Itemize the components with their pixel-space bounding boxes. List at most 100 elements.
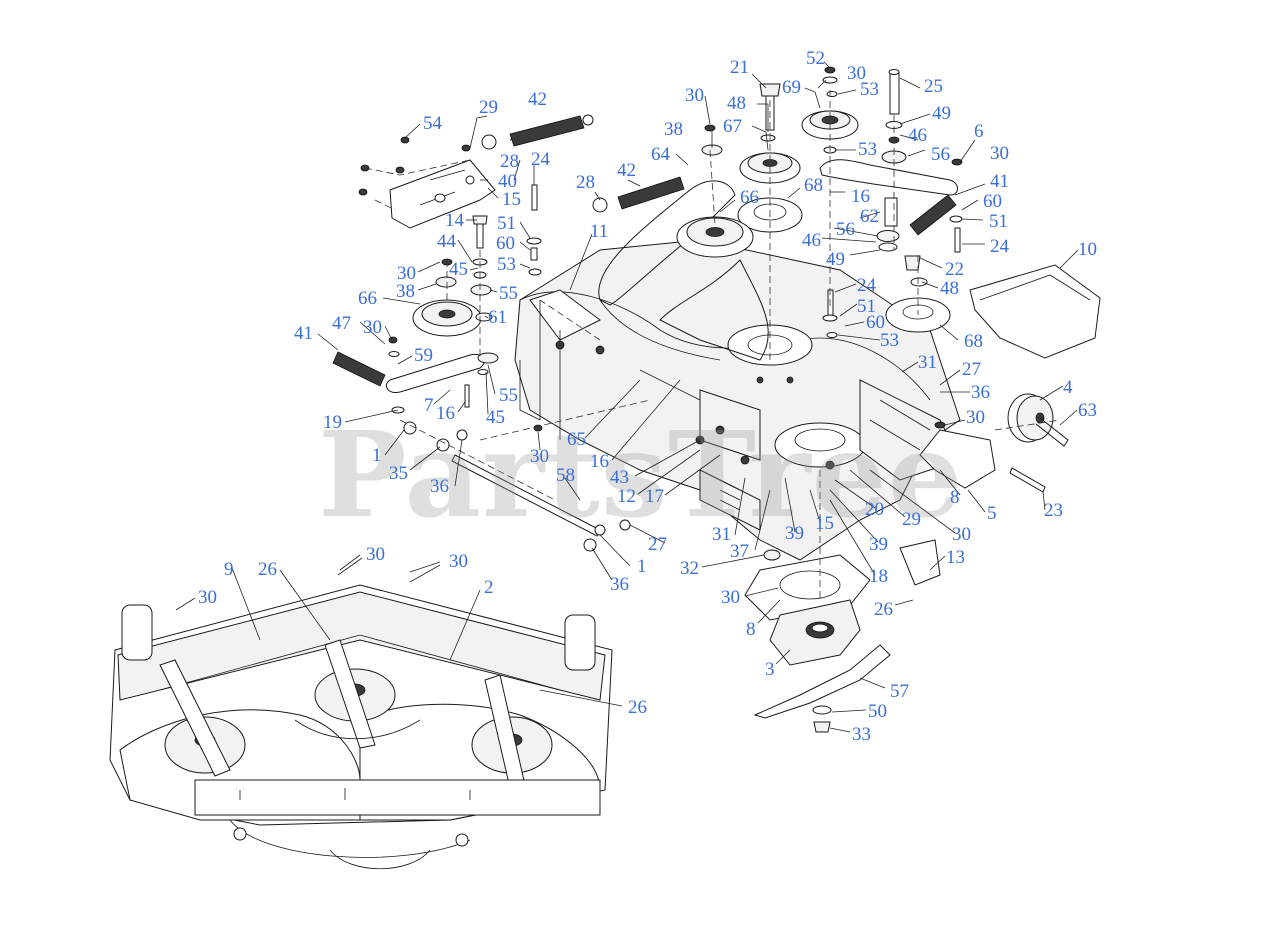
spring-42-mid	[592, 176, 685, 213]
callout-42: 42	[617, 160, 636, 181]
chute-deflector	[969, 264, 1101, 359]
callout-43: 43	[610, 467, 629, 488]
callout-31: 31	[712, 524, 731, 545]
callout-66: 66	[740, 187, 759, 208]
callout-35: 35	[389, 463, 408, 484]
callout-53: 53	[880, 330, 899, 351]
callout-3: 3	[765, 659, 775, 680]
callout-4: 4	[1063, 377, 1073, 398]
callout-62: 62	[860, 206, 879, 227]
drive-belt	[598, 180, 769, 361]
pin-24-right	[954, 227, 961, 253]
spring-41-right	[909, 194, 957, 236]
callout-30: 30	[363, 317, 382, 338]
callout-16: 16	[590, 451, 609, 472]
callout-45: 45	[449, 259, 468, 280]
spindle-assembly	[744, 554, 871, 666]
callout-15: 15	[815, 513, 834, 534]
pulley-66-main	[676, 216, 754, 258]
callout-36: 36	[430, 476, 449, 497]
callout-51: 51	[989, 211, 1008, 232]
callout-18: 18	[869, 566, 888, 587]
callout-54: 54	[423, 113, 442, 134]
mower-deck-top	[514, 239, 961, 561]
callout-30: 30	[847, 63, 866, 84]
callout-39: 39	[785, 523, 804, 544]
callout-13: 13	[946, 547, 965, 568]
callout-30: 30	[397, 263, 416, 284]
callout-32: 32	[680, 558, 699, 579]
callout-51: 51	[497, 213, 516, 234]
callout-61: 61	[488, 307, 507, 328]
rod-58	[451, 454, 601, 537]
callout-52: 52	[806, 48, 825, 69]
callout-55: 55	[499, 385, 518, 406]
callout-30: 30	[952, 524, 971, 545]
callout-51: 51	[857, 296, 876, 317]
callout-23: 23	[1044, 500, 1063, 521]
spring-41-left	[332, 351, 386, 387]
spacer-62	[884, 197, 898, 227]
spring-42-top	[481, 114, 594, 150]
callout-17: 17	[645, 486, 664, 507]
callout-69: 69	[782, 77, 801, 98]
callout-31: 31	[918, 352, 937, 373]
callout-48: 48	[940, 278, 959, 299]
callout-46: 46	[802, 230, 821, 251]
bolt-24-top	[531, 184, 538, 211]
callout-8: 8	[950, 487, 960, 508]
callout-26: 26	[628, 697, 647, 718]
callout-66: 66	[358, 288, 377, 309]
callout-30: 30	[449, 551, 468, 572]
callout-10: 10	[1078, 239, 1097, 260]
callout-44: 44	[437, 231, 456, 252]
callout-24: 24	[531, 149, 550, 170]
bolt-23	[1009, 467, 1046, 493]
callout-46: 46	[908, 125, 927, 146]
callout-40: 40	[498, 171, 517, 192]
callout-30: 30	[685, 85, 704, 106]
idler-arm-left	[385, 353, 485, 394]
idler-arm	[819, 159, 958, 196]
callout-30: 30	[966, 407, 985, 428]
callout-20: 20	[865, 499, 884, 520]
callout-36: 36	[610, 574, 629, 595]
callout-27: 27	[648, 534, 667, 555]
callout-21: 21	[730, 57, 749, 78]
callout-29: 29	[902, 509, 921, 530]
shaft-25	[888, 69, 900, 115]
callout-68: 68	[964, 331, 983, 352]
callout-60: 60	[866, 312, 885, 333]
callout-15: 15	[502, 189, 521, 210]
callout-38: 38	[396, 281, 415, 302]
callout-14: 14	[445, 210, 464, 231]
callout-53: 53	[858, 139, 877, 160]
callout-30: 30	[990, 143, 1009, 164]
callout-53: 53	[860, 79, 879, 100]
callout-30: 30	[721, 587, 740, 608]
callout-39: 39	[869, 534, 888, 555]
callout-56: 56	[931, 144, 950, 165]
callout-26: 26	[258, 559, 277, 580]
callout-1: 1	[637, 556, 647, 577]
callout-41: 41	[990, 171, 1009, 192]
callout-28: 28	[500, 151, 519, 172]
wheel-bracket	[919, 429, 996, 489]
pin-24-mid	[827, 289, 834, 316]
callout-58: 58	[556, 465, 575, 486]
callout-1: 1	[372, 445, 382, 466]
callout-37: 37	[730, 541, 749, 562]
callout-8: 8	[746, 619, 756, 640]
callout-6: 6	[974, 121, 984, 142]
callout-63: 63	[1078, 400, 1097, 421]
callout-59: 59	[414, 345, 433, 366]
callout-7: 7	[424, 395, 434, 416]
callout-57: 57	[890, 681, 909, 702]
mower-blade	[753, 644, 891, 719]
callout-50: 50	[868, 701, 887, 722]
callout-33: 33	[852, 724, 871, 745]
callout-36: 36	[971, 382, 990, 403]
plate-13	[899, 539, 941, 586]
callout-55: 55	[499, 283, 518, 304]
